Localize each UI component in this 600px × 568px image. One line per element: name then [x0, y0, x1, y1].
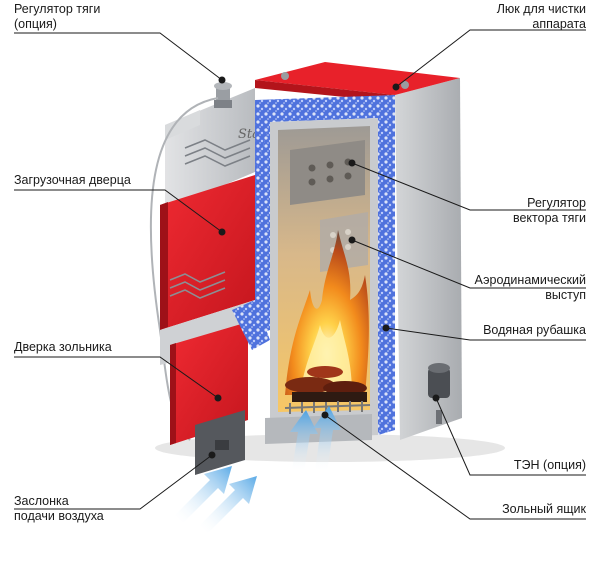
- label-ash-box: Зольный ящик: [502, 502, 586, 516]
- label-ash-door: Дверка зольника: [14, 340, 112, 354]
- label-draft-regulator: Регулятор тяги (опция): [14, 2, 101, 31]
- boiler-side-wall: [395, 78, 462, 440]
- draft-regulator-device: [214, 82, 232, 108]
- label-aerodynamic-ledge: Аэродинамический выступ: [474, 273, 586, 302]
- fire-flames: [285, 230, 369, 395]
- heating-element: [428, 363, 450, 398]
- front-vent-slots: [184, 139, 251, 167]
- ash-box: [265, 414, 372, 444]
- label-loading-door: Загрузочная дверца: [14, 173, 131, 187]
- hatch-bolt-icon: [401, 81, 409, 89]
- label-cleaning-hatch: Люк для чистки аппарата: [496, 2, 586, 31]
- air-flow-arrows: [175, 406, 341, 533]
- label-draft-vector-regulator: Регулятор вектора тяги: [512, 196, 586, 225]
- label-air-damper: Заслонка подачи воздуха: [14, 494, 104, 523]
- ash-door: [170, 322, 248, 445]
- label-heating-element: ТЭН (опция): [513, 458, 586, 472]
- grate: [284, 401, 371, 414]
- hatch-bolt-icon: [281, 72, 289, 80]
- leader-lines: [14, 29, 586, 520]
- burning-logs: [285, 366, 367, 402]
- boiler-top-lid: [255, 62, 460, 95]
- brand-logo: Sta: [238, 127, 260, 142]
- draft-vector-plate: [290, 140, 365, 205]
- water-jacket: [255, 95, 395, 435]
- label-water-jacket: Водяная рубашка: [483, 323, 586, 337]
